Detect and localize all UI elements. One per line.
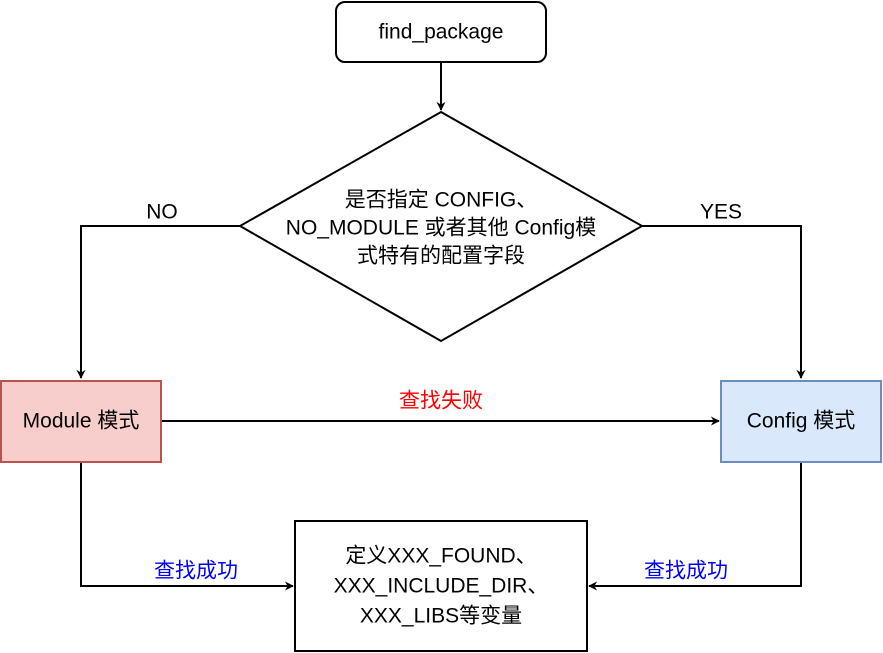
edges bbox=[76, 62, 806, 591]
no-edge-label: NO bbox=[146, 201, 178, 224]
config-mode-node: Config 模式 bbox=[720, 380, 882, 463]
result-line-2: XXX_INCLUDE_DIR、 bbox=[334, 575, 549, 598]
result-node: 定义XXX_FOUND、 XXX_INCLUDE_DIR、 XXX_LIBS等变… bbox=[294, 520, 588, 652]
fail-edge-label: 查找失败 bbox=[399, 390, 483, 413]
decision-line-3: 式特有的配置字段 bbox=[357, 245, 525, 268]
edge-module-success-to-result bbox=[80, 462, 294, 591]
success-right-edge-label: 查找成功 bbox=[644, 560, 728, 583]
yes-edge-label: YES bbox=[700, 201, 742, 224]
edge-decision-no-to-module bbox=[76, 225, 240, 379]
result-line-3: XXX_LIBS等变量 bbox=[360, 605, 522, 628]
start-node: find_package bbox=[335, 1, 547, 63]
decision-node: 是否指定 CONFIG、 NO_MODULE 或者其他 Config模 式特有的… bbox=[237, 110, 645, 343]
edge-config-success-to-result bbox=[588, 462, 802, 591]
result-line-1: 定义XXX_FOUND、 bbox=[345, 545, 536, 568]
module-mode-label: Module 模式 bbox=[23, 410, 140, 433]
decision-line-1: 是否指定 CONFIG、 bbox=[345, 189, 538, 212]
start-node-label: find_package bbox=[379, 21, 504, 44]
config-mode-label: Config 模式 bbox=[747, 410, 856, 433]
edge-decision-yes-to-config bbox=[642, 225, 806, 379]
success-left-edge-label: 查找成功 bbox=[154, 560, 238, 583]
decision-line-2: NO_MODULE 或者其他 Config模 bbox=[286, 217, 596, 240]
module-mode-node: Module 模式 bbox=[0, 380, 162, 463]
